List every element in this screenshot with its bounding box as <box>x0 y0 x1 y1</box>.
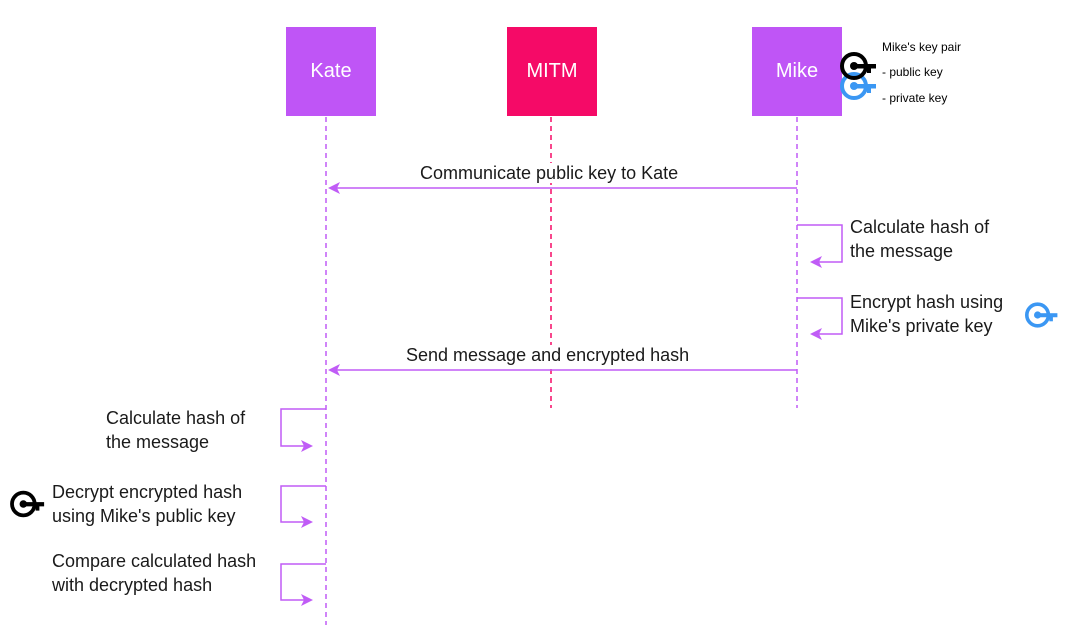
actor-mike: Mike <box>752 27 842 116</box>
private-key-icon <box>840 72 876 100</box>
actor-kate-label: Kate <box>310 60 352 82</box>
mike-step-hash-line1: Calculate hash of <box>850 217 990 237</box>
message-send-message: Send message and encrypted hash <box>405 343 691 367</box>
message-send-text: Send message and encrypted hash <box>405 345 691 365</box>
kate-step-hash-line2: the message <box>106 432 210 452</box>
self-arrow-mike-encrypt <box>797 297 843 340</box>
legend-private-key: - private key <box>882 91 948 105</box>
actor-mitm-label: MITM <box>526 60 578 82</box>
public-key-icon <box>10 490 45 518</box>
self-arrow-mike-hash <box>797 224 843 268</box>
kate-step-compare: Compare calculated hash with decrypted h… <box>52 549 256 597</box>
message-communicate-text: Communicate public key to Kate <box>419 163 680 183</box>
private-key-icon <box>1025 302 1058 328</box>
kate-step-hash-line1: Calculate hash of <box>106 408 246 428</box>
legend-title: Mike's key pair <box>882 40 961 54</box>
mike-step-hash: Calculate hash of the message <box>850 215 989 263</box>
self-arrow-kate-compare <box>280 563 326 606</box>
kate-step-decrypt-line2: using Mike's public key <box>52 506 236 526</box>
kate-step-hash: Calculate hash of the message <box>106 406 245 454</box>
message-communicate-public-key: Communicate public key to Kate <box>419 161 680 185</box>
mike-step-encrypt-line1: Encrypt hash using <box>850 292 1004 312</box>
actor-mike-label: Mike <box>775 60 819 82</box>
actor-mitm: MITM <box>507 27 597 116</box>
public-key-icon <box>840 52 876 80</box>
mike-step-hash-line2: the message <box>850 241 954 261</box>
kate-step-compare-line2: with decrypted hash <box>52 575 213 595</box>
legend-public-key: - public key <box>882 65 943 79</box>
actor-kate: Kate <box>286 27 376 116</box>
self-arrow-kate-decrypt <box>280 485 326 528</box>
mike-step-encrypt: Encrypt hash using Mike's private key <box>850 290 1003 338</box>
kate-step-decrypt-line1: Decrypt encrypted hash <box>52 482 243 502</box>
self-arrow-kate-hash <box>280 408 326 452</box>
kate-step-decrypt: Decrypt encrypted hash using Mike's publ… <box>52 480 242 528</box>
mike-step-encrypt-line2: Mike's private key <box>850 316 993 336</box>
kate-step-compare-line1: Compare calculated hash <box>52 551 257 571</box>
